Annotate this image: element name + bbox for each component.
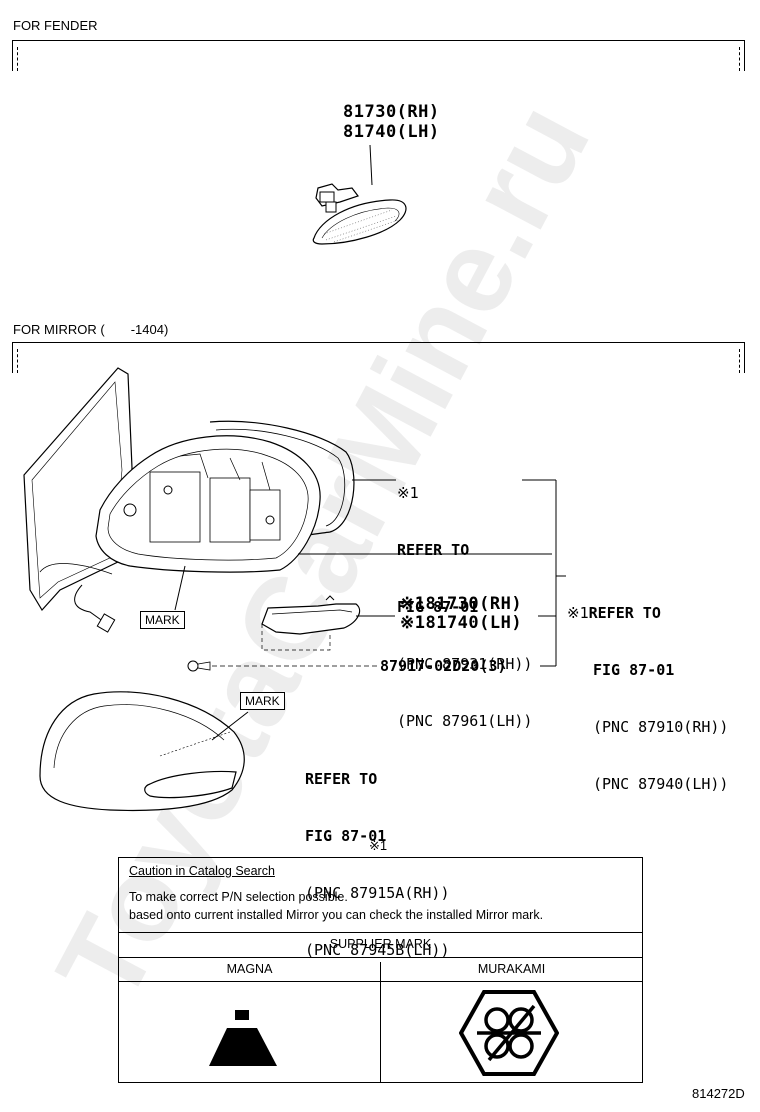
fender-part-number-rh: 81730(RH) xyxy=(343,102,440,122)
supplier-col-magna: MAGNA xyxy=(119,962,381,981)
figure-id: 814272D xyxy=(692,1086,745,1101)
magna-logo-icon xyxy=(209,1010,277,1066)
top-ref-block: ※1 REFER TO FIG 87-01 (PNC 87931(RH)) (P… xyxy=(397,446,532,750)
caution-table: Caution in Catalog Search To make correc… xyxy=(118,857,643,1083)
table-note-mark: ※1 xyxy=(369,838,388,853)
right-ref-pnc-rh: (PNC 87910(RH)) xyxy=(593,718,729,736)
top-ref-pnc-lh: (PNC 87961(LH)) xyxy=(397,712,533,730)
supplier-names-row: MAGNA MURAKAMI xyxy=(119,958,642,982)
caution-title: Caution in Catalog Search xyxy=(129,864,275,878)
right-ref-heading-1: REFER TO xyxy=(588,604,661,622)
top-ref-note-mark: ※1 xyxy=(397,484,419,502)
cover-ref-pnc-lh: (PNC 87945B(LH)) xyxy=(305,941,450,959)
fender-section-bracket xyxy=(12,40,745,71)
murakami-logo-icon xyxy=(459,990,559,1076)
mirror-section-bracket xyxy=(12,342,745,373)
cover-ref-heading-1: REFER TO xyxy=(305,770,378,788)
supplier-col-murakami: MURAKAMI xyxy=(477,962,546,976)
fender-side-lamp-illustration xyxy=(312,144,407,245)
right-ref-block: ※1REFER TO FIG 87-01 (PNC 87910(RH)) (PN… xyxy=(567,566,728,813)
screw-part-number: 87917-02D20(3) xyxy=(380,657,507,675)
fender-section-title: FOR FENDER xyxy=(13,18,98,33)
mirror-lamp-part-rh: ※181730(RH) xyxy=(400,594,523,614)
supplier-header: SUPPLIER MARK xyxy=(329,937,432,951)
cover-ref-heading-2: FIG 87-01 xyxy=(305,827,387,845)
cover-ref-block: REFER TO FIG 87-01 (PNC 87915A(RH)) (PNC… xyxy=(305,732,450,979)
mirror-section-title: FOR MIRROR ( -1404) xyxy=(13,322,169,337)
top-ref-heading-2: FIG 87-01 xyxy=(397,598,479,616)
right-ref-note-mark: ※1 xyxy=(567,604,589,622)
top-ref-pnc-rh: (PNC 87931(RH)) xyxy=(397,655,533,673)
cover-ref-pnc-rh: (PNC 87915A(RH)) xyxy=(305,884,450,902)
mirror-lamp-part-lh: ※181740(LH) xyxy=(400,613,523,633)
supplier-divider xyxy=(380,982,381,1082)
mark-label-frame: MARK xyxy=(140,611,185,629)
caution-line-2: based onto current installed Mirror you … xyxy=(129,908,544,922)
mark-label-cover: MARK xyxy=(240,692,285,710)
fender-part-number-lh: 81740(LH) xyxy=(343,122,440,142)
supplier-header-row: SUPPLIER MARK xyxy=(119,933,642,958)
caution-line-1: To make correct P/N selection possible. xyxy=(129,890,348,904)
mirror-assembly-illustration xyxy=(23,367,552,812)
right-ref-pnc-lh: (PNC 87940(LH)) xyxy=(593,775,729,793)
right-ref-heading-2: FIG 87-01 xyxy=(593,661,675,679)
top-ref-heading-1: REFER TO xyxy=(397,541,470,559)
caution-row: Caution in Catalog Search To make correc… xyxy=(119,858,642,933)
